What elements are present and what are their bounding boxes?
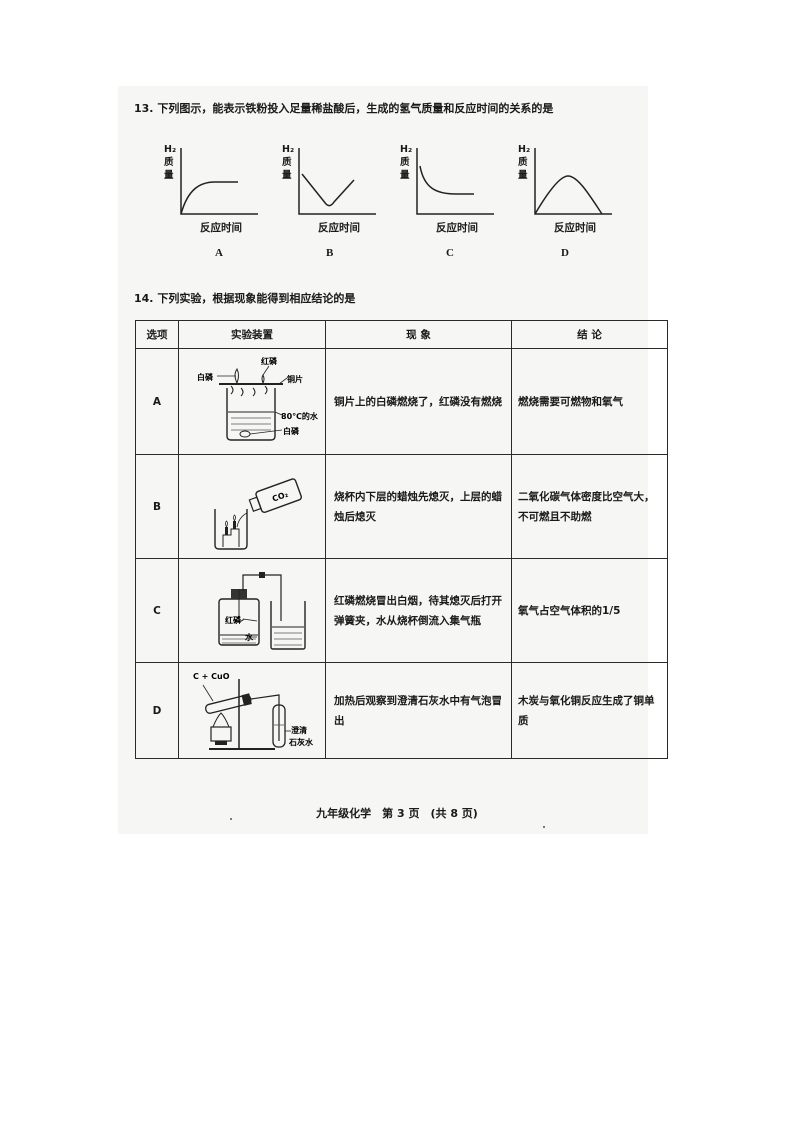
row-d-phenomenon: 加热后观察到澄清石灰水中有气泡冒出 — [325, 662, 512, 759]
row-b-phenomenon: 烧杯内下层的蜡烛先熄灭，上层的蜡烛后熄灭 — [325, 454, 512, 559]
graph-a-ylabel-top: H₂ — [164, 144, 177, 155]
graph-d-ylabel-1: 质 — [518, 157, 528, 168]
label-hot-water: 80℃的水 — [281, 411, 319, 421]
row-c-apparatus: 红磷 水 — [178, 558, 326, 663]
header-phenomenon: 现 象 — [325, 320, 512, 349]
row-a-option: A — [135, 348, 179, 455]
graph-c-ylabel-2: 量 — [400, 170, 410, 181]
graph-option-a: H₂ 质 量 反应时间 A — [160, 144, 260, 264]
graph-b-plot — [298, 148, 376, 215]
header-conclusion: 结 论 — [511, 320, 668, 349]
table-row: A — [135, 348, 668, 455]
graph-c-ylabel-1: 质 — [400, 157, 410, 168]
label-red-phosphorus-c: 红磷 — [225, 615, 242, 625]
graph-d-xlabel: 反应时间 — [554, 222, 596, 234]
graph-option-c: H₂ 质 量 反应时间 C — [396, 144, 496, 264]
label-water-c: 水 — [244, 632, 254, 642]
graph-d-ylabel-top: H₂ — [518, 144, 531, 155]
scan-speck — [230, 818, 232, 820]
row-a-conclusion: 燃烧需要可燃物和氧气 — [511, 348, 668, 455]
graph-c-xlabel: 反应时间 — [436, 222, 478, 234]
row-d-apparatus: C + CuO 澄清 — [178, 662, 326, 759]
co2-pouring-diagram: CO₂ — [214, 477, 302, 550]
graph-b-option-letter: B — [326, 247, 334, 259]
question-13-title: 13. 下列图示，能表示铁粉投入足量稀盐酸后，生成的氢气质量和反应时间的关系的是 — [134, 102, 554, 115]
label-co2: CO₂ — [271, 489, 290, 503]
graph-c-option-letter: C — [446, 247, 454, 259]
row-d-conclusion: 木炭与氧化铜反应生成了铜单质 — [511, 662, 668, 759]
label-limewater-1: 澄清 — [291, 725, 307, 735]
table-row: C 红磷 水 — [135, 558, 668, 663]
graph-b-ylabel-top: H₂ — [282, 144, 295, 155]
combustion-apparatus-diagram: 红磷 白磷 铜片 80℃的水 白磷 — [197, 356, 319, 441]
graph-a-xlabel: 反应时间 — [200, 222, 242, 234]
row-d-option: D — [135, 662, 179, 759]
experiment-table: 选项 实验装置 现 象 结 论 A — [135, 320, 668, 759]
graph-a-option-letter: A — [215, 247, 223, 259]
label-white-phosphorus-left: 白磷 — [197, 372, 214, 382]
graph-b-ylabel-2: 量 — [282, 170, 292, 181]
graph-b-ylabel-1: 质 — [282, 157, 292, 168]
row-a-apparatus: 红磷 白磷 铜片 80℃的水 白磷 — [178, 348, 326, 455]
label-white-phosphorus-bottom: 白磷 — [283, 426, 300, 436]
graph-b-xlabel: 反应时间 — [318, 222, 360, 234]
graph-d-ylabel-2: 量 — [518, 170, 528, 181]
graph-option-d: H₂ 质 量 反应时间 D — [514, 144, 614, 264]
header-option: 选项 — [135, 320, 179, 349]
carbon-reduction-diagram: C + CuO 澄清 — [193, 672, 314, 750]
row-b-option: B — [135, 454, 179, 559]
graph-a-ylabel-2: 量 — [164, 170, 174, 181]
graph-a-ylabel-1: 质 — [164, 157, 174, 168]
graph-option-b: H₂ 质 量 反应时间 B — [278, 144, 378, 264]
graph-d-plot — [534, 148, 612, 215]
graph-c-ylabel-top: H₂ — [400, 144, 413, 155]
page-footer: 九年级化学 第 3 页 (共 8 页) — [316, 807, 478, 820]
table-header-row: 选项 实验装置 现 象 结 论 — [135, 320, 668, 349]
row-b-conclusion: 二氧化碳气体密度比空气大，不可燃且不助燃 — [511, 454, 668, 559]
scan-speck — [543, 826, 545, 828]
table-row: D C + CuO — [135, 662, 668, 759]
label-red-phosphorus: 红磷 — [261, 356, 278, 366]
graph-d-option-letter: D — [561, 247, 569, 259]
row-c-phenomenon: 红磷燃烧冒出白烟，待其熄灭后打开弹簧夹，水从烧杯倒流入集气瓶 — [325, 558, 512, 663]
graph-a-plot — [180, 148, 258, 215]
label-copper-plate: 铜片 — [287, 374, 303, 384]
row-c-conclusion: 氧气占空气体积的1/5 — [511, 558, 668, 663]
header-apparatus: 实验装置 — [178, 320, 326, 349]
row-c-option: C — [135, 558, 179, 663]
row-a-phenomenon: 铜片上的白磷燃烧了，红磷没有燃烧 — [325, 348, 512, 455]
label-reactants: C + CuO — [193, 672, 230, 681]
row-b-apparatus: CO₂ — [178, 454, 326, 559]
graph-c-plot — [416, 148, 494, 215]
label-limewater-2: 石灰水 — [288, 737, 314, 747]
question-14-title: 14. 下列实验，根据现象能得到相应结论的是 — [134, 292, 356, 305]
oxygen-volume-diagram: 红磷 水 — [218, 571, 306, 650]
table-row: B CO₂ 烧杯内下层的蜡烛先熄灭，上层的蜡烛 — [135, 454, 668, 559]
